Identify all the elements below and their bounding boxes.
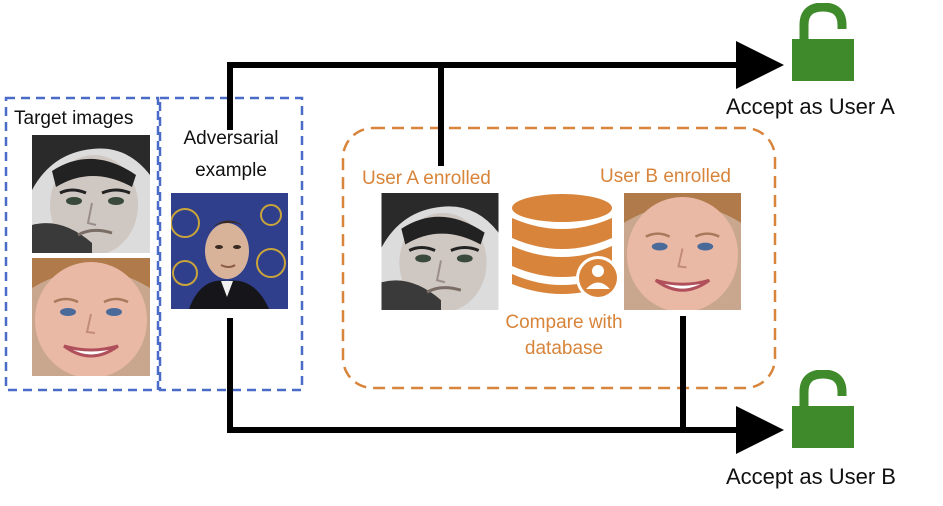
accept-user-a-label: Accept as User A (726, 94, 895, 119)
accept-user-b-label: Accept as User B (726, 464, 896, 489)
target-image-female (32, 258, 150, 376)
target-images-label: Target images (14, 108, 134, 129)
unlocked-padlock-icon (790, 2, 856, 83)
compare-label-line1: Compare with (505, 312, 623, 333)
enrolled-database-box (341, 126, 777, 390)
compare-label-line2: database (524, 338, 604, 359)
top-arrow (227, 41, 784, 130)
user-b-enrolled-label: User B enrolled (600, 166, 731, 187)
unlocked-padlock-icon (790, 369, 856, 450)
target-image-male (32, 135, 150, 253)
user-a-enrolled-label: User A enrolled (362, 168, 491, 189)
user-b-enrolled-image (624, 193, 741, 310)
adversarial-label-line2: example (195, 160, 267, 181)
adversarial-example-box (158, 96, 304, 392)
bottom-arrow (227, 318, 784, 454)
adversarial-label-line1: Adversarial (183, 128, 279, 149)
target-images-box (4, 96, 160, 392)
user-a-enrolled-image (381, 193, 499, 310)
adversarial-example-image (171, 193, 288, 309)
database-user-icon (508, 192, 620, 304)
